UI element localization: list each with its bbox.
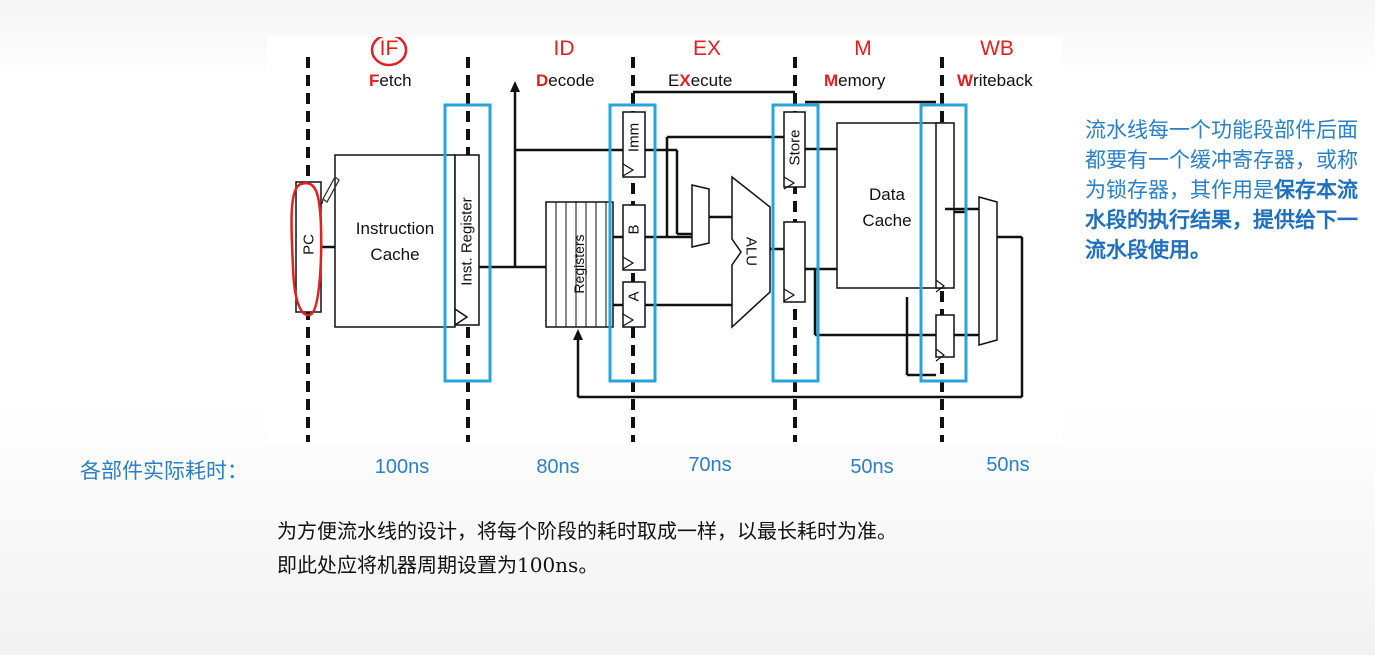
stage-code-ex: EX [692,37,721,60]
latch-box-m [919,103,968,383]
timing-m: 50ns [850,456,894,478]
stage-name-fetch: Fetch [369,71,412,90]
alu-mux [691,184,710,248]
a-label: A [625,291,643,302]
timing-title: 各部件实际耗时： [80,459,248,483]
timing-wb: 50ns [986,454,1030,476]
stage-code-m: M [854,37,872,60]
data-cache-label: Data Cache [862,185,912,230]
stage-name-writeback: Writeback [957,71,1033,90]
pc-label: PC [300,234,318,255]
inst-register-label: Inst. Register [458,197,476,286]
timing-if: 100ns [374,456,430,478]
instruction-cache-label: Instruction Cache [355,219,435,264]
b-label: B [625,224,643,235]
if-circle-annotation [370,37,408,67]
wb-mux [978,196,998,346]
data-cache [836,122,946,289]
alu-out-latch [783,221,806,303]
note-line-2: 即此处应将机器周期设置为100ns。 [277,553,599,577]
pc-circle-annotation [290,181,323,317]
stage-code-id: ID [553,37,575,60]
stage-code-wb: WB [980,37,1014,60]
latch-explanation-note: 流水线每一个功能段部件后面都要有一个缓冲寄存器，或称为锁存器，其作用是保存本流水… [1085,118,1358,262]
latch-box-ex [771,103,820,383]
alu-label: ALU [742,236,760,267]
stage-name-memory: Memory [824,71,886,90]
register-file [545,201,614,328]
latch-box-if [443,103,492,383]
inst-register-block [454,154,480,326]
imm-label: Imm [625,122,643,153]
latch-box-id [608,103,657,383]
timing-id: 80ns [536,456,580,478]
timing-ex: 70ns [688,454,732,476]
stage-name-decode: Decode [536,71,595,90]
alu-block [731,175,771,329]
stage-code-if: IF [379,37,399,60]
instruction-cache [334,154,456,328]
imm-latch [622,111,646,178]
registers-label: Registers [571,234,587,294]
wb-mem-latch [935,122,955,289]
pipeline-datapath [290,37,1024,442]
pencil-icon [321,176,340,205]
store-label: Store [786,129,804,166]
note-line-1: 为方便流水线的设计，将每个阶段的耗时取成一样，以最长耗时为准。 [277,519,897,543]
pipeline-diagram: IF ID EX M WB Fetch Decode EXecute Memor… [267,37,1062,445]
stage-name-execute: EXecute [668,71,733,90]
